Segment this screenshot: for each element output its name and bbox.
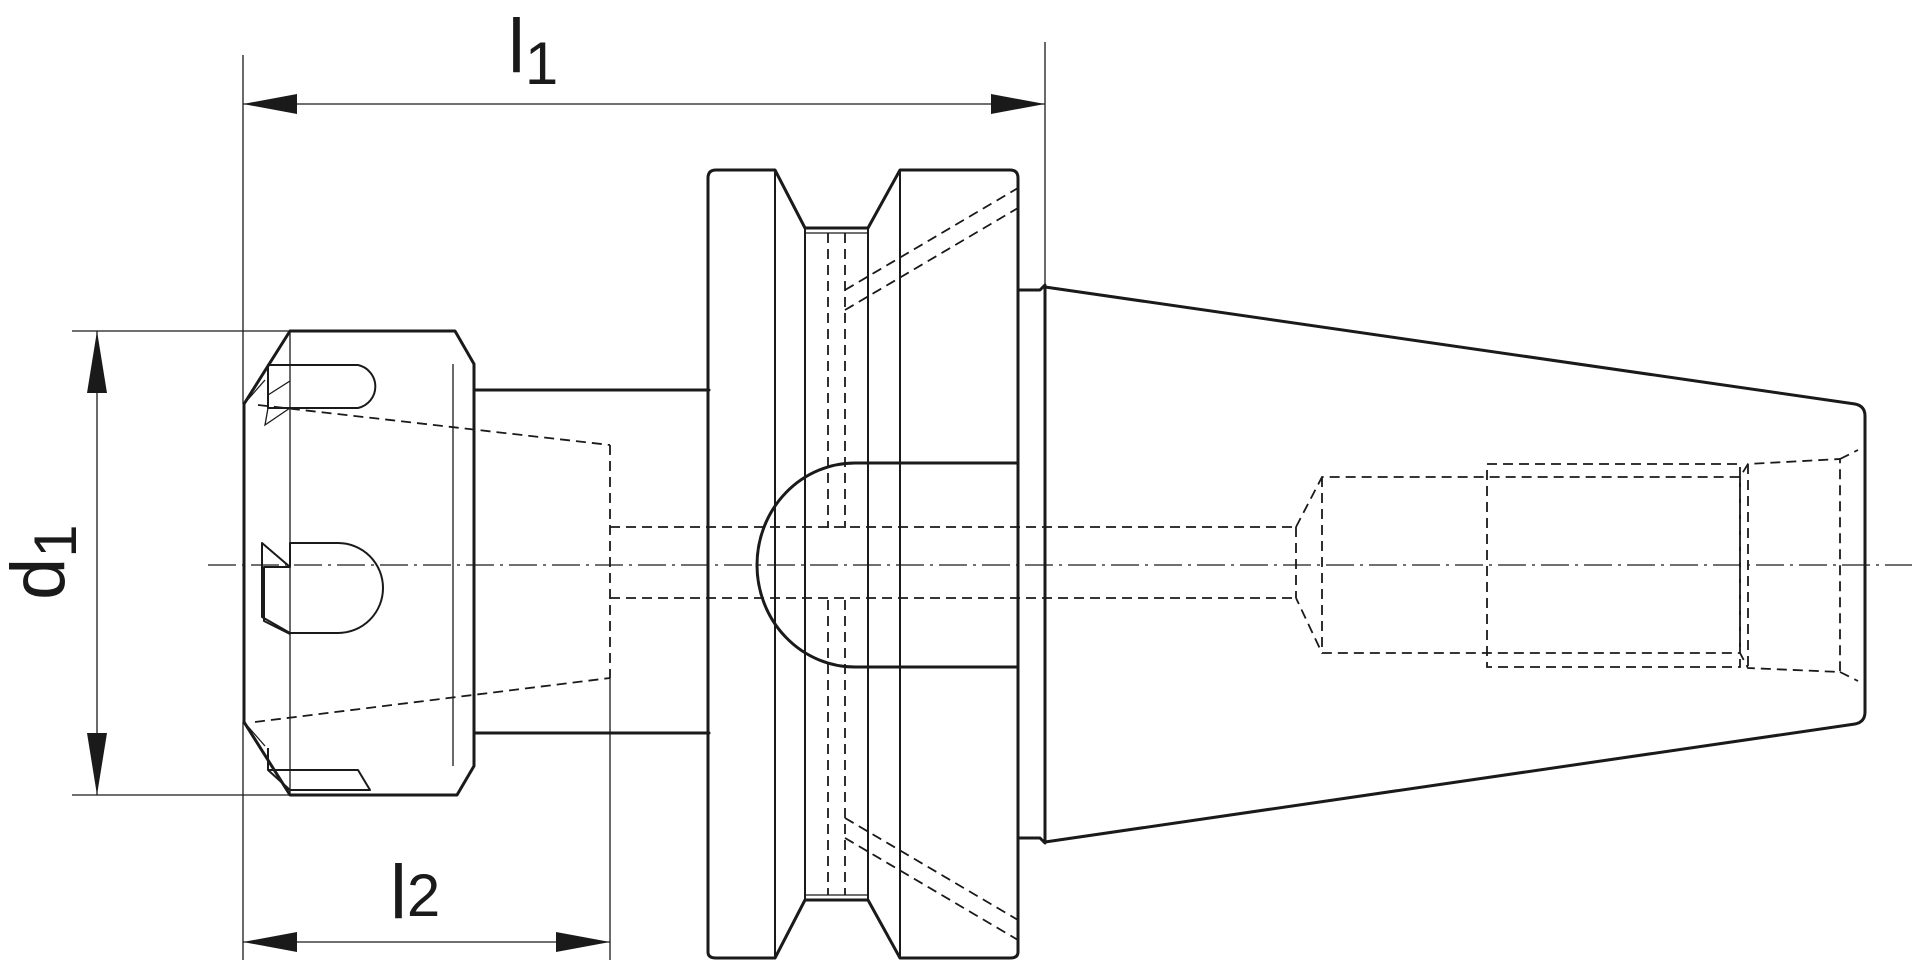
nut-slot-top: [267, 364, 377, 409]
flange: [706, 168, 1020, 960]
dimension-l2: l2: [242, 722, 610, 960]
hidden-taper-lower: [254, 677, 611, 723]
dimension-l1: l1: [242, 4, 1046, 404]
holder-body: [472, 388, 711, 960]
dimension-d1: d1: [0, 330, 290, 796]
label-d1: d1: [0, 524, 89, 600]
hidden-rear-bore: [1295, 449, 1859, 682]
label-l1: l1: [508, 4, 558, 97]
hidden-taper-upper: [257, 404, 611, 446]
taper-shank: [1016, 283, 1867, 845]
nut-slot-bottom: [267, 748, 371, 791]
label-l2: l2: [390, 850, 440, 935]
nut-slot-middle: [261, 542, 384, 634]
flange-bore: [755, 461, 1020, 669]
collet-nut: [242, 329, 476, 797]
